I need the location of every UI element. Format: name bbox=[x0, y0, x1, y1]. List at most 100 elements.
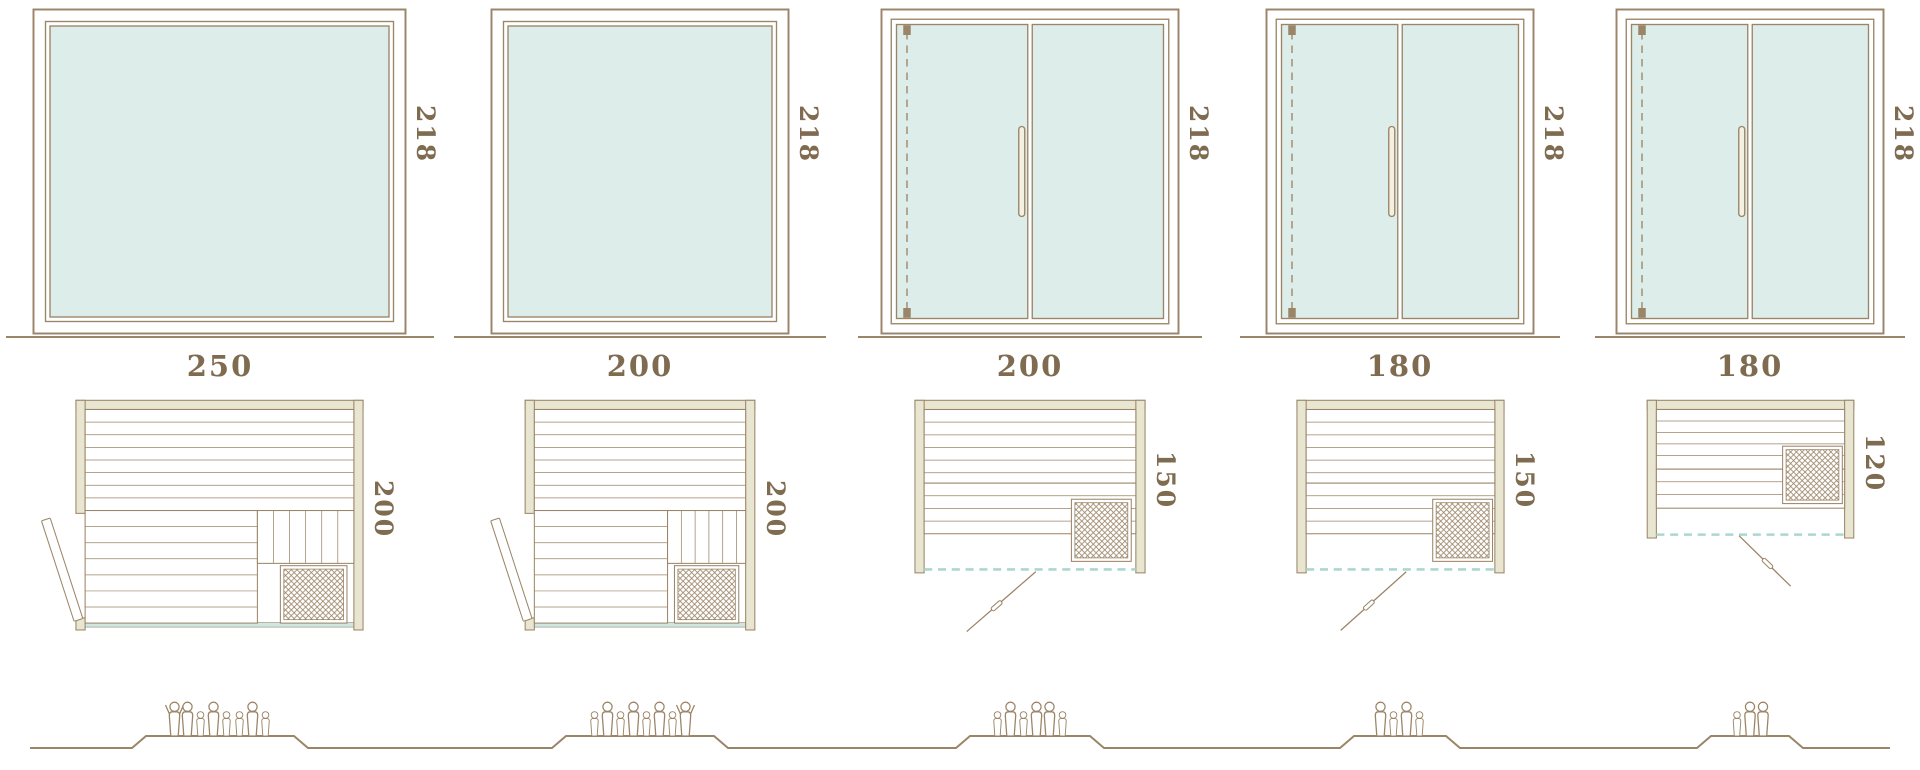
bench-lower bbox=[84, 510, 258, 624]
capacity-figures bbox=[994, 701, 1066, 737]
door-inner-frame bbox=[890, 18, 1170, 325]
person-figure bbox=[223, 712, 230, 736]
person-figure bbox=[643, 712, 650, 736]
person-figure bbox=[262, 712, 269, 736]
right-wall bbox=[1494, 399, 1505, 574]
bench-upper bbox=[923, 408, 1137, 484]
ground-profile bbox=[440, 735, 840, 749]
person-figure bbox=[1059, 712, 1066, 736]
capacity-figures bbox=[591, 701, 695, 737]
front-elevation-drawing bbox=[1615, 8, 1885, 335]
bench-step bbox=[256, 510, 355, 564]
model-column-180x150: 218 180 bbox=[1220, 0, 1580, 770]
width-dimension-label: 200 bbox=[606, 349, 674, 383]
right-wall bbox=[1135, 399, 1146, 574]
front-elevation-drawing bbox=[490, 8, 790, 335]
person-figure bbox=[653, 701, 666, 737]
back-wall bbox=[914, 399, 1146, 411]
glass-panel bbox=[507, 25, 773, 318]
capacity-row bbox=[1580, 701, 1890, 749]
front-elevation-drawing bbox=[1265, 8, 1535, 335]
person-figure bbox=[181, 701, 194, 737]
height-dimension-label: 218 bbox=[794, 105, 823, 164]
person-figure bbox=[166, 702, 184, 736]
person-figure bbox=[1733, 712, 1740, 736]
person-figure bbox=[1020, 712, 1027, 736]
model-column-250x200: 218 250 bbox=[0, 0, 440, 770]
front-elevation-drawing bbox=[880, 8, 1180, 335]
person-figure bbox=[236, 712, 243, 736]
door-handle-icon bbox=[1018, 125, 1026, 218]
height-dimension-label: 218 bbox=[1889, 105, 1918, 164]
person-figure bbox=[1390, 712, 1397, 736]
glass-panel bbox=[49, 25, 390, 318]
window-inner-frame bbox=[44, 20, 395, 323]
person-figure bbox=[1043, 701, 1056, 737]
right-wall bbox=[353, 399, 364, 631]
floor-plan-drawing bbox=[914, 399, 1146, 633]
capacity-row bbox=[1220, 701, 1580, 749]
capacity-figures bbox=[1733, 701, 1769, 737]
door-handle-icon bbox=[1761, 557, 1774, 570]
person-figure bbox=[669, 712, 676, 736]
person-figure bbox=[1030, 701, 1043, 737]
person-figure bbox=[1400, 701, 1413, 737]
door-handle-icon bbox=[1388, 125, 1396, 218]
left-wall bbox=[914, 399, 925, 574]
hinge-top-icon bbox=[1638, 25, 1646, 35]
ground-profile bbox=[30, 735, 440, 749]
width-dimension-label: 180 bbox=[1366, 349, 1434, 383]
glass-panel-right bbox=[1751, 23, 1870, 320]
back-wall bbox=[524, 399, 756, 411]
floor-plan-drawing bbox=[490, 399, 756, 631]
bench-step bbox=[667, 510, 747, 564]
person-figure bbox=[1004, 701, 1017, 737]
glass-door-left bbox=[1630, 23, 1749, 320]
left-wall bbox=[1646, 399, 1657, 539]
door-inner-frame bbox=[1275, 18, 1525, 325]
hinge-top-icon bbox=[1288, 25, 1296, 35]
floor-plan-drawing bbox=[41, 399, 364, 631]
ground-profile bbox=[1580, 735, 1890, 749]
person-figure bbox=[1416, 712, 1423, 736]
heater-symbol bbox=[673, 565, 740, 624]
hinge-bottom-icon bbox=[903, 308, 911, 318]
ground-line bbox=[1595, 336, 1905, 338]
person-figure bbox=[677, 702, 695, 736]
width-dimension-label: 180 bbox=[1716, 349, 1784, 383]
capacity-row bbox=[30, 701, 440, 749]
back-wall bbox=[1646, 399, 1855, 410]
bench-lower bbox=[533, 510, 669, 624]
width-dimension-label: 200 bbox=[996, 349, 1064, 383]
left-wall bbox=[1296, 399, 1307, 574]
height-dimension-label: 218 bbox=[1184, 105, 1213, 164]
person-figure bbox=[627, 701, 640, 737]
person-figure bbox=[246, 701, 259, 737]
right-wall bbox=[1844, 399, 1855, 539]
height-dimension-label: 218 bbox=[411, 105, 440, 164]
model-column-200x150: 218 200 bbox=[840, 0, 1220, 770]
ground-line bbox=[6, 336, 434, 338]
hinge-bottom-icon bbox=[1288, 308, 1296, 318]
depth-dimension-label: 120 bbox=[1860, 434, 1889, 493]
model-column-200x200: 218 200 bbox=[440, 0, 840, 770]
ground-line bbox=[858, 336, 1202, 338]
capacity-figures bbox=[166, 701, 270, 737]
capacity-row bbox=[440, 701, 840, 749]
right-wall bbox=[745, 399, 756, 631]
person-figure bbox=[197, 712, 204, 736]
person-figure bbox=[601, 701, 614, 737]
person-figure bbox=[1374, 701, 1387, 737]
ground-profile bbox=[1220, 735, 1580, 749]
model-column-180x120: 218 180 bbox=[1580, 0, 1920, 770]
door-leaf-open bbox=[490, 517, 533, 622]
hinge-top-icon bbox=[903, 25, 911, 35]
ground-line bbox=[454, 336, 826, 338]
ground-line bbox=[1240, 336, 1560, 338]
person-figure bbox=[1744, 701, 1756, 737]
door-inner-frame bbox=[1625, 18, 1875, 325]
hinge-bottom-icon bbox=[1638, 308, 1646, 318]
depth-dimension-label: 150 bbox=[1510, 451, 1539, 510]
capacity-row bbox=[840, 701, 1220, 749]
